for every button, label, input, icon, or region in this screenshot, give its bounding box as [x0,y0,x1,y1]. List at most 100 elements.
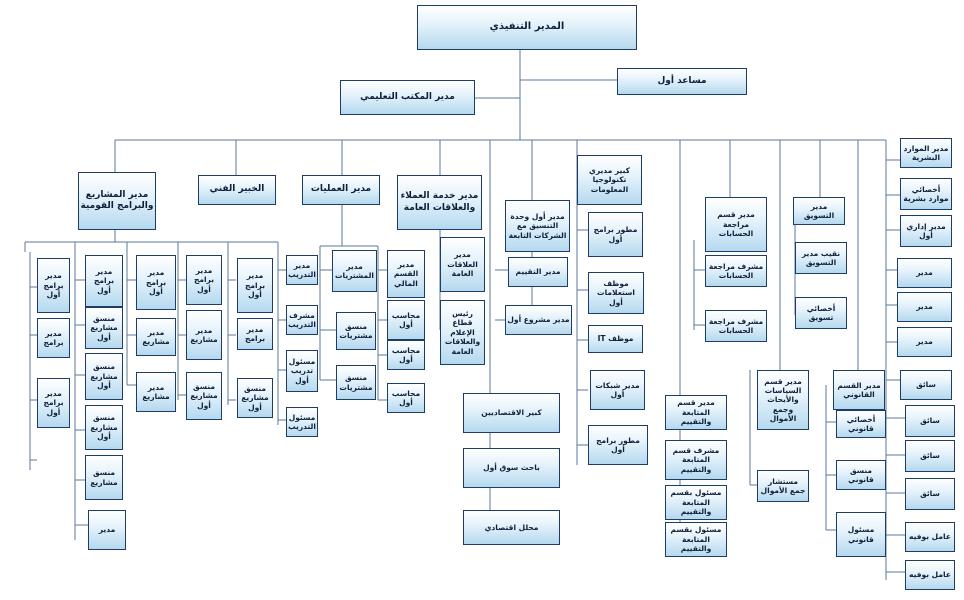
org-box-r3: مدير [897,327,952,357]
org-box-admin: مدير إداري أول [900,215,952,247]
org-box-label: مدير العلاقات العامة [447,250,478,279]
org-box-label: مدير برامج أول [43,271,64,300]
org-box-c1b: مدير برامج [37,318,70,358]
org-box-label: مدير برامج [244,324,266,343]
org-box-label: سائق [916,380,936,390]
org-box-label: مدير الموارد البشرية [903,143,949,162]
org-box-legal: مدير القسم القانوني [833,370,885,410]
org-box-label: محاسب أول [391,310,421,329]
org-box-label: كبير مديري تكنولوجيا المعلومات [588,165,631,194]
org-box-label: أخصائي موارد بشرية [903,184,949,203]
org-box-label: مسئول تدريب أول [288,356,316,385]
org-box-legal2: منسق قانوني [836,460,886,490]
org-box-c4a: مدير برامج أول [186,255,222,305]
org-box-c4d: منسق مشاريع أول [85,405,123,450]
org-box-audit2: مشرف مراجعة الحسابات [705,310,767,342]
org-box-cs2: رئيس قطاع الإعلام والعلاقات العامة [440,300,485,365]
org-box-label: مشرف مراجعة الحسابات [708,316,764,335]
org-box-label: مدير [98,525,116,535]
org-box-label: منسق مشاريع [90,468,118,487]
org-box-c5a: مدير برامج أول [237,258,273,313]
org-box-label: مساعد أول [657,75,707,86]
org-box-label: مدير مشاريع [142,327,170,346]
org-box-fin4: محاسب أول [387,383,425,413]
org-box-label: مدير القسم المالي [393,259,419,288]
org-box-label: محاسب أول [391,388,421,407]
org-box-label: منسق مشاريع أول [190,381,218,410]
org-box-marketing: مدير التسويق [793,197,845,225]
org-box-ceo: المدير التنفيذي [417,5,637,50]
org-box-label: باحث سوق أول [483,463,540,473]
org-box-legal3: مسئول قانوني [836,512,886,557]
org-box-r5: سائق [905,405,955,437]
org-box-label: منسق مشاريع أول [241,383,269,412]
org-box-c4b: مدير مشاريع [186,310,222,360]
org-box-label: مدير مشاريع [190,325,218,344]
org-box-follow2: مسئول بقسم المتابعة والتقييم [665,485,727,520]
org-box-label: مدير [916,268,933,278]
org-box-label: مدير [916,302,933,312]
org-box-follow3: مسئول بقسم المتابعة والتقييم [665,522,727,557]
org-box-r1: مدير [897,258,952,288]
org-box-cs1: مدير العلاقات العامة [440,237,485,292]
org-box-c1a: مدير برامج أول [37,258,70,313]
org-box-ops1: مدير المشتريات [332,250,377,292]
org-box-label: منسق قانوني [848,465,874,484]
org-box-label: منسق مشاريع أول [90,362,118,391]
org-box-ops2: منسق مشتريات [336,312,376,350]
org-box-c4e: منسق مشاريع [85,455,123,500]
org-box-mkt1: نقيب مدير التسويق [795,242,847,274]
org-box-r7: سائق [905,478,955,510]
org-box-label: مدير برامج أول [193,265,215,294]
org-box-tr2: مشرف التدريب [286,305,318,335]
org-box-c2a: مدير برامج أول [85,255,123,307]
org-box-label: الخبير الفني [209,184,265,195]
org-box-c2c: منسق مشاريع أول [85,353,123,400]
org-box-label: مدير [916,337,933,347]
org-box-label: موظف IT [597,334,634,344]
org-box-r2: مدير [897,292,952,322]
org-box-assistant: مساعد أول [617,68,747,95]
org-box-label: مدير أول وحدة التنسيق مع الشركات التابعة [508,211,567,240]
org-box-label: مشرف قسم المتابعة والتقييم [672,445,720,474]
org-box-label: مدير التدريب [288,260,316,279]
org-box-it_net: مدير شبكات أول [590,370,645,410]
org-box-c5c: منسق مشاريع أول [237,378,273,418]
org-box-label: مدير المشاريع والبرامج القومية [80,189,154,211]
org-box-label: مطور برامج أول [596,435,640,454]
org-box-office: مدير المكتب التعليمي [340,80,475,115]
org-box-label: عامل بوفيه [909,570,951,580]
org-box-label: مدير المشتريات [335,261,374,280]
org-box-expert: الخبير الفني [198,175,276,205]
org-box-tr4: مسئول التدريب [286,407,318,437]
org-box-label: سائق [920,451,940,461]
org-box-label: مدير القسم القانوني [837,380,881,399]
org-box-hr: مدير الموارد البشرية [900,138,952,168]
org-box-label: عامل بوفيه [909,532,951,542]
org-box-label: محلل اقتصادي [484,522,539,532]
org-box-follow1: مشرف قسم المتابعة والتقييم [665,440,727,480]
org-box-c3a: مدير برامج أول [136,255,176,310]
org-box-label: مدير التسويق [803,201,835,220]
org-box-label: مدير خدمة العملاء والعلاقات العامة [400,191,479,213]
org-box-label: مدير قسم السياسات والأبحاث وجمع الأموال [764,376,802,424]
org-box-projects: مدير المشاريع والبرامج القومية [78,172,156,230]
org-box-c4c: منسق مشاريع أول [186,372,222,420]
org-box-tr3: مسئول تدريب أول [286,350,318,392]
org-box-label: موظف استعلامات أول [597,278,635,307]
org-box-policy: مدير قسم السياسات والأبحاث وجمع الأموال [757,370,809,430]
org-box-econ2: محلل اقتصادي [463,510,560,545]
org-box-it_expert: كبير مديري تكنولوجيا المعلومات [577,155,642,205]
org-box-label: مدير برامج أول [93,266,115,295]
org-box-c5b: مدير برامج [237,318,273,350]
org-box-policy1: مستشار جمع الأموال [757,470,809,502]
org-box-econ1: باحث سوق أول [463,448,560,488]
org-box-it_dev2: مطور برامج أول [588,425,648,465]
org-box-r4: سائق [900,370,952,400]
org-box-label: كبير الاقتصاديين [481,408,542,418]
org-box-label: مسئول بقسم المتابعة والتقييم [670,525,722,554]
org-box-label: مشرف التدريب [288,310,316,329]
org-box-label: منسق مشاريع أول [90,313,118,342]
org-box-hr1: أخصائي موارد بشرية [900,178,952,210]
